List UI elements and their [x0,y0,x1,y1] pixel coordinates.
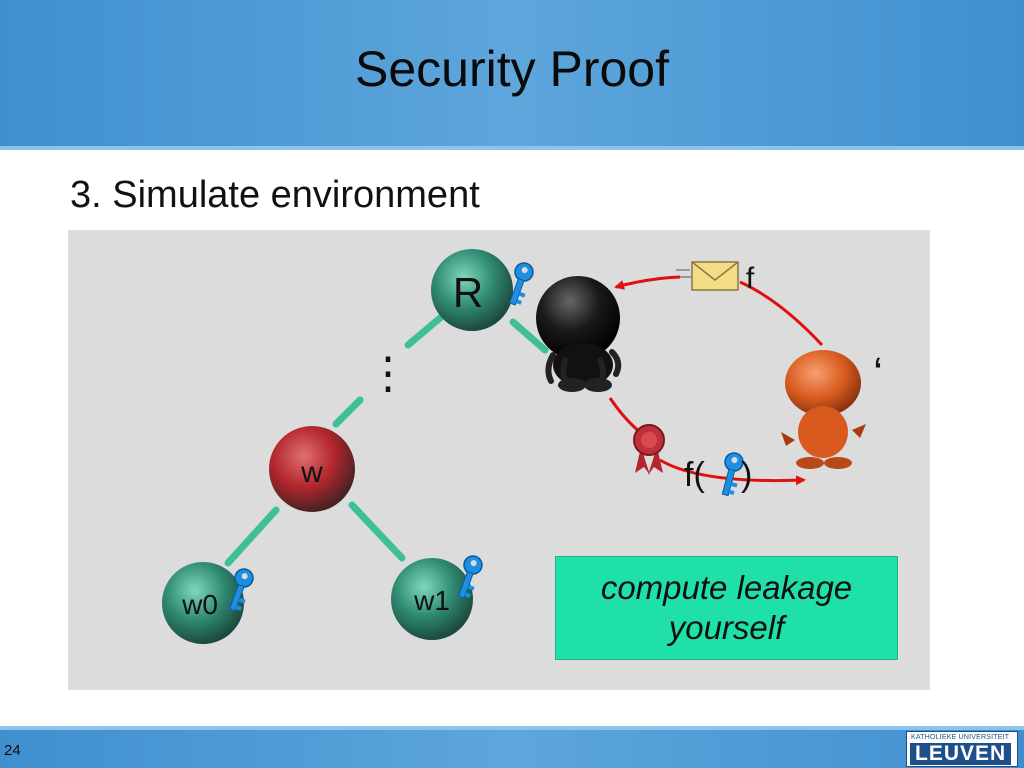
edge-ellipsis-w [332,396,364,428]
compute-leakage-note: compute leakage yourself [555,556,898,660]
university-logo: KATHOLIEKE UNIVERSITEIT LEUVEN [906,731,1018,767]
logo-main-text: LEUVEN [910,743,1012,765]
edge-root-right [509,318,549,354]
slide-title: Security Proof [354,41,669,97]
edge-w-w1 [348,501,406,562]
slide-header [0,0,1024,146]
slide-footer [0,730,1024,768]
middle-node [269,426,355,512]
simulator-figure-icon [536,276,622,392]
right-leaf-label: w1 [413,585,450,616]
root-node [431,249,513,331]
edge-root-left [404,314,444,349]
answer-arrow-head [659,458,806,486]
middle-node-label: w [300,456,323,489]
seal-icon [633,424,665,475]
right-leaf-node [391,558,473,640]
header-divider [0,146,1024,150]
left-leaf-node [162,562,244,644]
tree-ellipsis: ⋮ [366,349,410,398]
left-leaf-label: w0 [181,589,218,620]
slide-subtitle: 3. Simulate environment [70,174,480,216]
query-arrow [739,280,824,347]
edge-w-w0 [224,506,280,567]
root-node-label: R [453,269,483,316]
quote-mark: ‘ [873,349,883,398]
query-arrow-head [614,275,681,290]
footer-divider [0,726,1024,730]
note-line-2: yourself [668,609,785,646]
answer-label-open: f( [684,456,705,494]
page-number: 24 [4,742,21,759]
answer-arrow [608,397,641,434]
oracle-figure-icon [781,350,866,469]
answer-label-close: ) [741,456,752,494]
envelope-icon [676,261,739,291]
logo-small-text: KATHOLIEKE UNIVERSITEIT [911,734,1010,741]
note-line-1: compute leakage [600,569,853,607]
query-label: f [746,262,755,295]
